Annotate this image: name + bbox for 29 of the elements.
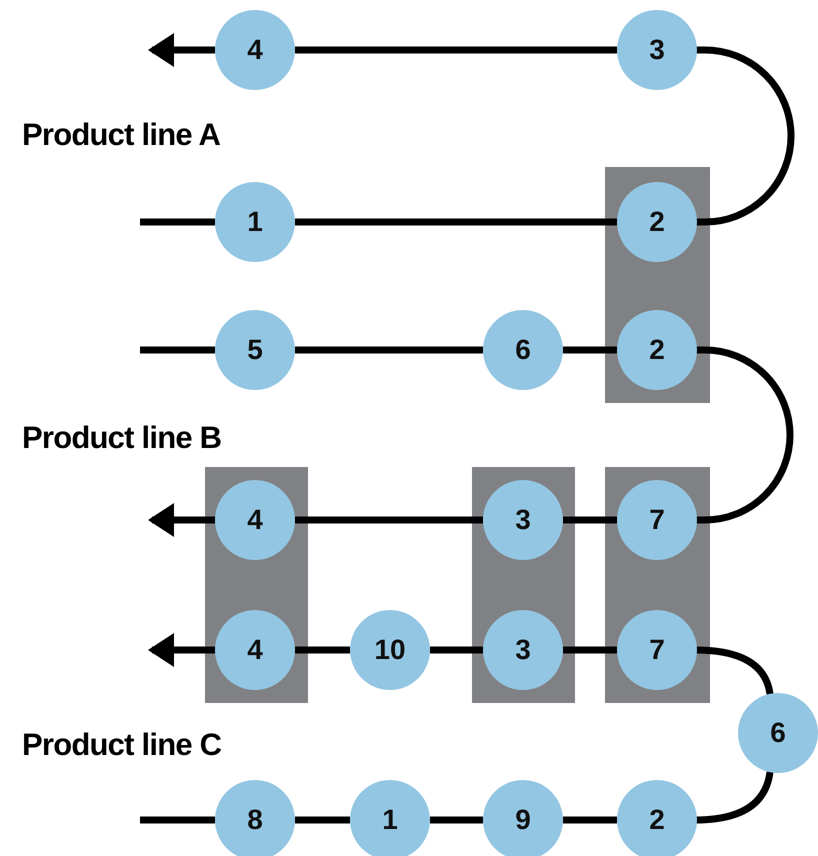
connector-line xyxy=(140,218,215,226)
arrow xyxy=(148,633,215,667)
group-band xyxy=(205,467,308,703)
arrow xyxy=(148,33,215,67)
connector-line xyxy=(140,816,215,824)
group-band xyxy=(605,467,710,703)
connector-line xyxy=(695,346,794,524)
connector-line xyxy=(695,46,794,226)
connector-line xyxy=(295,646,350,654)
line-label: Product line C xyxy=(22,726,222,764)
connector-line xyxy=(694,646,774,695)
connector-line xyxy=(295,346,483,354)
connector-line xyxy=(295,218,617,226)
connector-line xyxy=(563,816,617,824)
connector-line xyxy=(694,771,774,824)
line-label: Product line A xyxy=(22,116,220,154)
connector-line xyxy=(295,816,350,824)
connector-line xyxy=(140,346,215,354)
connector-line xyxy=(430,646,483,654)
group-band xyxy=(472,467,575,703)
connector-line xyxy=(295,46,617,54)
connector-line xyxy=(563,346,617,354)
group-band xyxy=(605,167,710,403)
connector-line xyxy=(563,516,617,524)
connector-line xyxy=(430,816,483,824)
connector-line xyxy=(295,516,483,524)
line-label: Product line B xyxy=(22,419,222,457)
connector-line xyxy=(563,646,617,654)
arrow xyxy=(148,503,215,537)
